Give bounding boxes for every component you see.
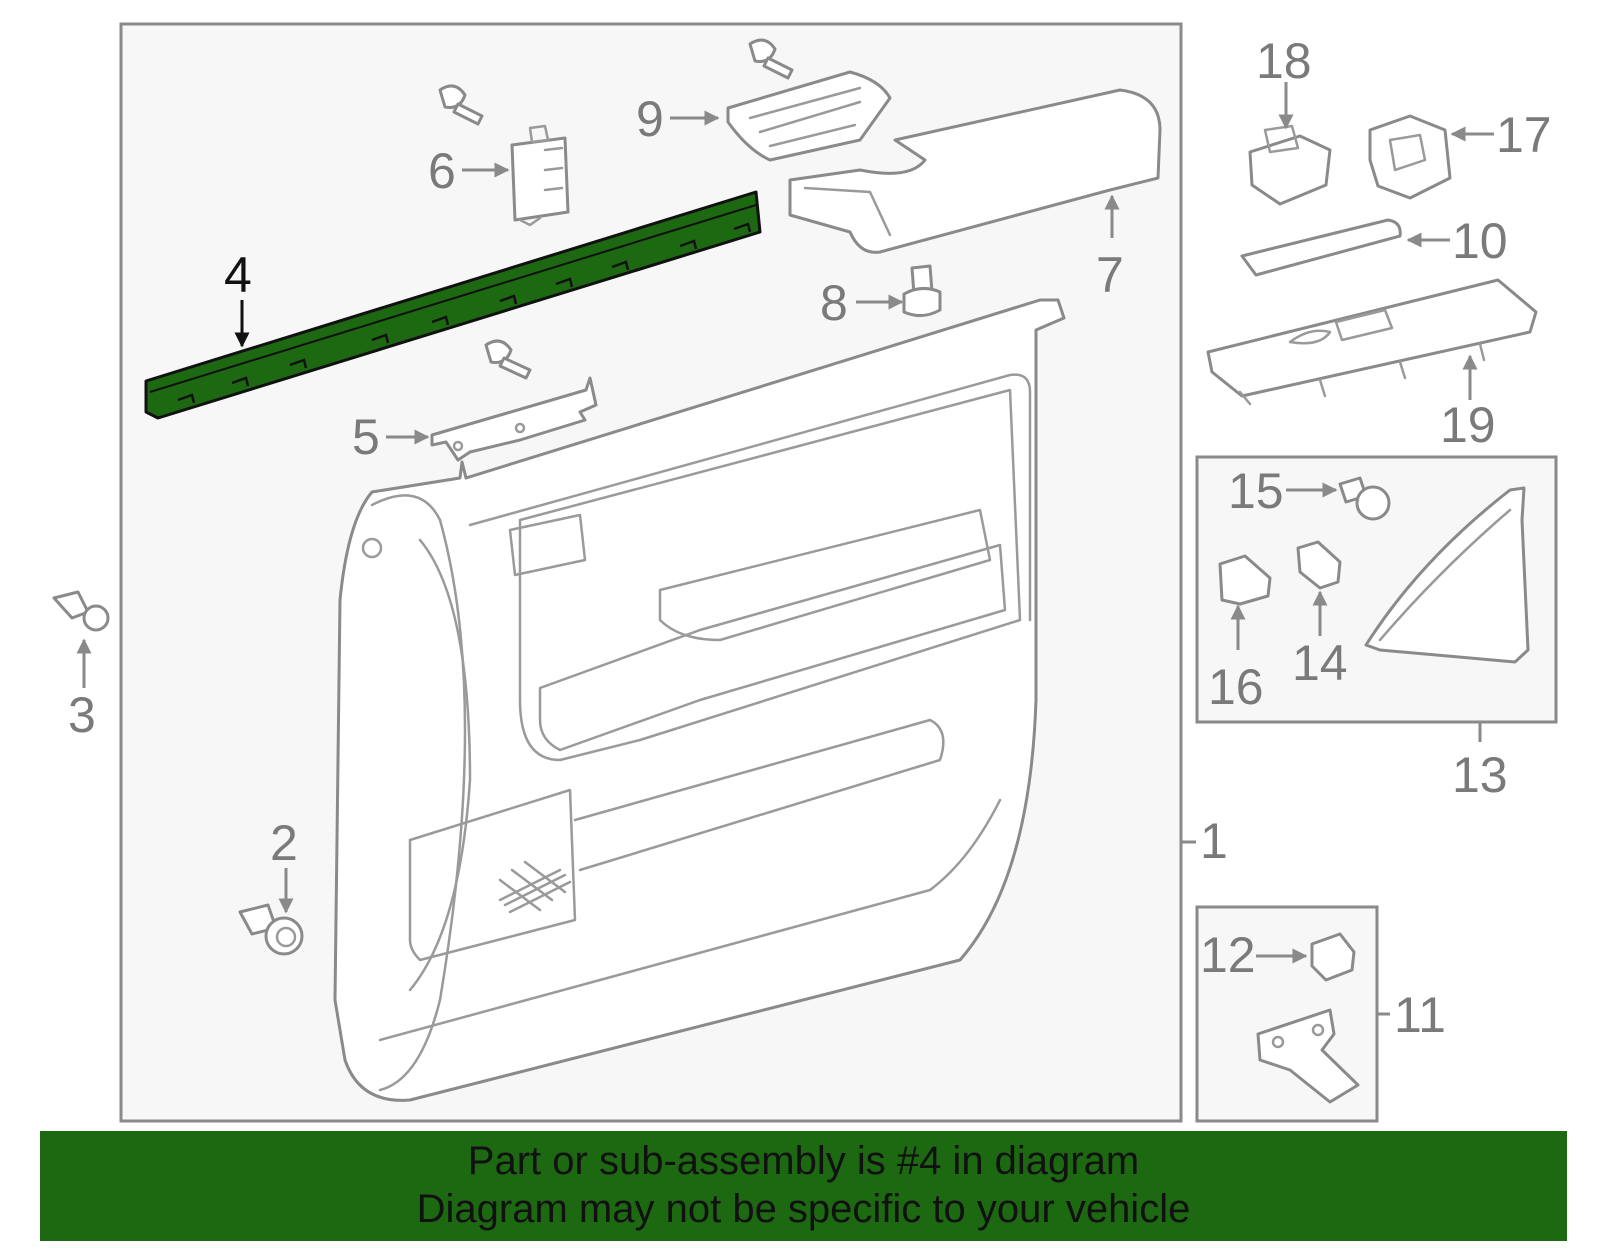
callout-7: 7 [1096, 247, 1124, 303]
callout-15: 15 [1228, 463, 1284, 519]
callout-5: 5 [352, 409, 380, 465]
callout-2: 2 [270, 815, 298, 871]
screw-upper [438, 84, 484, 126]
banner-line-1: Part or sub-assembly is #4 in diagram [467, 1139, 1140, 1183]
callout-1: 1 [1200, 813, 1228, 869]
callout-13: 13 [1452, 747, 1508, 803]
part-1-door-trim-panel [333, 298, 1066, 1102]
part-19-switch-panel [1206, 278, 1538, 406]
callout-14: 14 [1292, 635, 1348, 691]
part-5-bracket [430, 376, 598, 462]
info-banner: Part or sub-assembly is #4 in diagram Di… [40, 1131, 1567, 1241]
callout-10: 10 [1452, 213, 1508, 269]
part-6-switch [510, 124, 570, 227]
part-13-corner-trim [1364, 486, 1530, 664]
callout-12: 12 [1200, 927, 1256, 983]
callout-3: 3 [68, 687, 96, 743]
part-11-bracket [1256, 1008, 1360, 1104]
banner-line-2: Diagram may not be specific to your vehi… [416, 1187, 1191, 1231]
leader-lines [76, 82, 1494, 1016]
callout-19: 19 [1440, 397, 1496, 453]
part-3-clip [52, 590, 110, 632]
callout-16: 16 [1208, 659, 1264, 715]
callout-9: 9 [636, 91, 664, 147]
callout-17: 17 [1496, 107, 1552, 163]
part-18-switch-knob [1248, 124, 1332, 206]
part-7-armrest [788, 88, 1162, 254]
part-9-inside-handle [726, 70, 892, 162]
screw-top [748, 38, 794, 80]
part-17-switch [1368, 114, 1452, 200]
part-15-clip [1338, 476, 1391, 521]
part-4-belt-molding-highlighted [144, 190, 762, 420]
part-16-clip [1218, 554, 1272, 606]
callout-11: 11 [1394, 987, 1446, 1043]
part-10-trim-strip [1240, 218, 1402, 277]
screw-lower [484, 339, 532, 380]
part-12-pad [1310, 932, 1356, 982]
part-2-clip [238, 903, 304, 956]
part-14-clip [1296, 540, 1342, 590]
callout-8: 8 [820, 275, 848, 331]
callout-18: 18 [1256, 33, 1312, 89]
callout-6: 6 [428, 143, 456, 199]
callout-4: 4 [224, 247, 252, 303]
part-8-clip [902, 264, 942, 317]
